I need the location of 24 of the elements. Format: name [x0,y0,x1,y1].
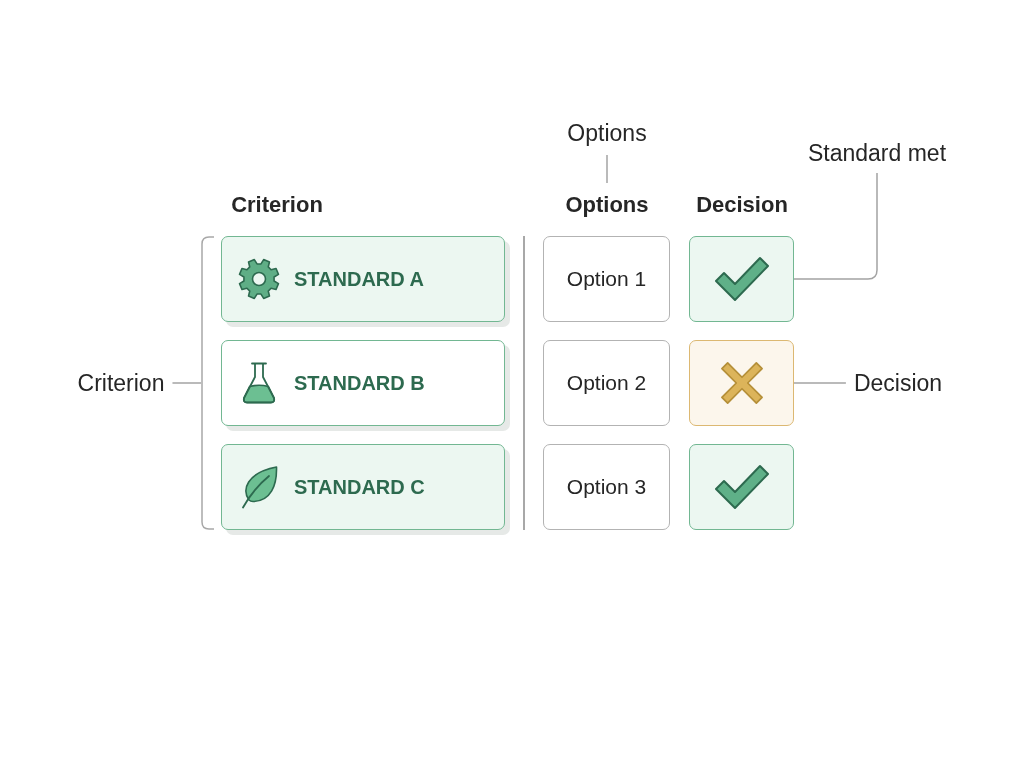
decision-box [689,444,794,530]
option-label: Option 2 [566,370,647,397]
callout-label: Criterion [77,369,165,397]
column-header: Criterion [231,191,323,219]
bracket [201,236,214,530]
leader-line [793,172,878,280]
standard-label: STANDARD B [294,371,425,396]
standard-label: STANDARD C [294,475,425,500]
decision-box [689,340,794,426]
callout-label: Options [567,119,647,147]
leader-line [606,154,608,184]
callout-label: Decision [853,369,943,397]
standard-label: STANDARD A [294,267,424,292]
option-label: Option 1 [566,266,647,293]
leader-line [793,382,847,384]
option-box [543,236,670,322]
column-header: Decision [696,191,788,219]
column-header: Options [565,191,649,219]
leader-line [171,382,202,384]
option-label: Option 3 [566,474,647,501]
decision-box [689,236,794,322]
option-box [543,444,670,530]
callout-label: Standard met [807,139,947,167]
option-box [543,340,670,426]
